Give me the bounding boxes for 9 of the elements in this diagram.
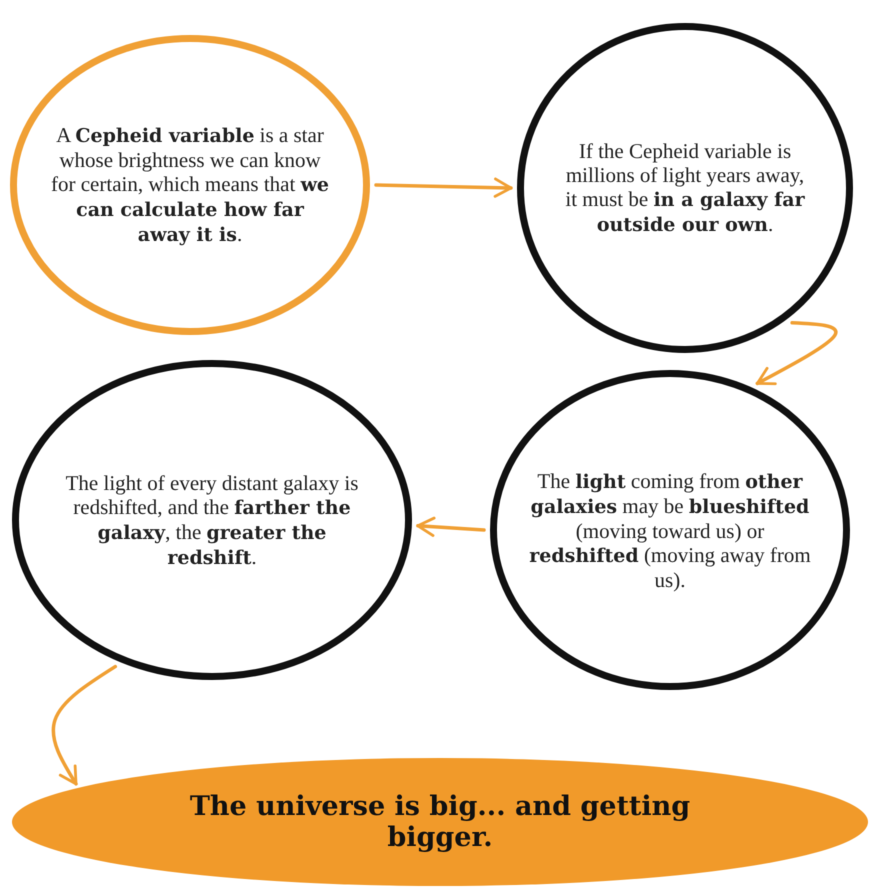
arrow <box>756 321 838 386</box>
node-text: If the Cepheid variable is millions of light years away, it must be in a galaxy far outside our own. <box>564 139 806 237</box>
conclusion-text: The universe is big... and getting bigger. <box>188 791 692 853</box>
node-text: The light of every distant galaxy is redshifted, and the farther the galaxy, the greater the redshift. <box>64 470 360 570</box>
arrow <box>416 516 486 537</box>
arrow <box>52 664 118 786</box>
arrow <box>374 178 513 198</box>
node-text: A Cepheid variable is a star whose brightness we can know for certain, which means that we can calculate how far away it is. <box>50 123 330 247</box>
node-text: The light coming from other galaxies may be blueshifted (moving toward us) or redshifted (moving away from us). <box>528 468 812 592</box>
